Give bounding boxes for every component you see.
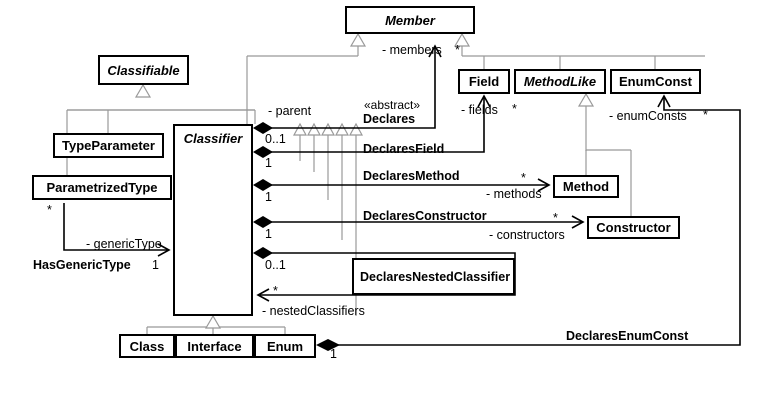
role-label-generic-type: - genericType [86, 237, 162, 251]
multiplicity-declares-field-source: 1 [265, 156, 272, 170]
assoc-name-declares-constructor: DeclaresConstructor [363, 209, 487, 223]
triangle-member-right [453, 32, 471, 47]
multiplicity-nested-source: 0..1 [265, 258, 286, 272]
class-box-enum[interactable]: Enum [254, 334, 316, 358]
multiplicity-enum-const-source: 1 [330, 347, 337, 361]
role-label-enum-consts: - enumConsts [609, 109, 687, 123]
arrow-generic-type [157, 243, 171, 257]
diamond-declares-constructor [253, 216, 273, 228]
role-label-methods: - methods [486, 187, 542, 201]
arrow-members [428, 44, 442, 58]
assoc-name-declares-method: DeclaresMethod [363, 169, 460, 183]
triangle-declares-2 [306, 122, 322, 136]
multiplicity-enum-consts: * [703, 108, 708, 122]
multiplicity-generic-target: 1 [152, 258, 159, 272]
class-box-enumconst[interactable]: EnumConst [610, 69, 701, 94]
triangle-declares-5 [348, 122, 364, 136]
association-edges [63, 46, 741, 346]
arrow-nested-classifiers [256, 288, 270, 302]
assoc-name-has-generic-type: HasGenericType [33, 258, 131, 272]
triangle-declares-3 [320, 122, 336, 136]
diamond-declares [253, 122, 273, 134]
diamond-declares-nested [253, 247, 273, 259]
assoc-name-declares-nested-classifier: DeclaresNestedClassifier [360, 270, 511, 284]
role-label-parent: - parent [268, 104, 312, 118]
multiplicity-generic-source: * [47, 203, 52, 217]
arrow-enum-consts [657, 94, 671, 108]
multiplicity-members: * [455, 43, 460, 57]
multiplicity-methods: * [521, 171, 526, 185]
assoc-name-declares: Declares [363, 112, 416, 126]
role-label-members: - members [382, 43, 442, 57]
role-label-constructors: - constructors [489, 228, 565, 242]
multiplicity-parent: 0..1 [265, 132, 286, 146]
triangle-classifier-bottom [204, 314, 222, 329]
triangle-methodlike [577, 92, 595, 107]
arrow-methods [537, 178, 551, 192]
class-box-typeparameter[interactable]: TypeParameter [53, 133, 164, 158]
class-box-methodlike[interactable]: MethodLike [514, 69, 606, 94]
composition-diamonds [253, 122, 340, 351]
multiplicity-declares-method-source: 1 [265, 190, 272, 204]
triangle-declares-1 [292, 122, 308, 136]
class-box-parametrizedtype[interactable]: ParametrizedType [32, 175, 172, 200]
generalization-arrowheads [134, 32, 595, 329]
declares-nested-label-box [352, 258, 515, 295]
triangle-member-left [349, 32, 367, 47]
class-box-classifiable[interactable]: Classifiable [98, 55, 189, 85]
diamond-declares-field [253, 146, 273, 158]
assoc-name-declares-field: DeclaresField [363, 142, 445, 156]
multiplicity-constructors: * [553, 211, 558, 225]
diamond-declares-enum-const [316, 339, 340, 351]
arrow-constructors [571, 215, 585, 229]
arrow-fields [477, 94, 491, 108]
multiplicity-declares-constructor-source: 1 [265, 227, 272, 241]
class-box-interface[interactable]: Interface [175, 334, 254, 358]
stereotype-abstract: «abstract» [364, 98, 421, 112]
class-box-method[interactable]: Method [553, 175, 619, 198]
class-box-member[interactable]: Member [345, 6, 475, 34]
role-label-nested-classifiers: - nestedClassifiers [262, 304, 365, 318]
class-box-constructor[interactable]: Constructor [587, 216, 680, 239]
triangle-declares-4 [334, 122, 350, 136]
triangle-classifiable [134, 83, 152, 98]
class-box-field[interactable]: Field [458, 69, 510, 94]
diamond-declares-method [253, 179, 273, 191]
multiplicity-nested-target: * [273, 284, 278, 298]
association-arrowheads [157, 44, 671, 302]
role-label-fields: - fields [461, 103, 498, 117]
class-box-class[interactable]: Class [119, 334, 175, 358]
multiplicity-fields: * [512, 102, 517, 116]
class-box-classifier[interactable]: Classifier [173, 124, 253, 316]
assoc-name-declares-enum-const: DeclaresEnumConst [566, 329, 689, 343]
generalization-edges [66, 45, 705, 334]
